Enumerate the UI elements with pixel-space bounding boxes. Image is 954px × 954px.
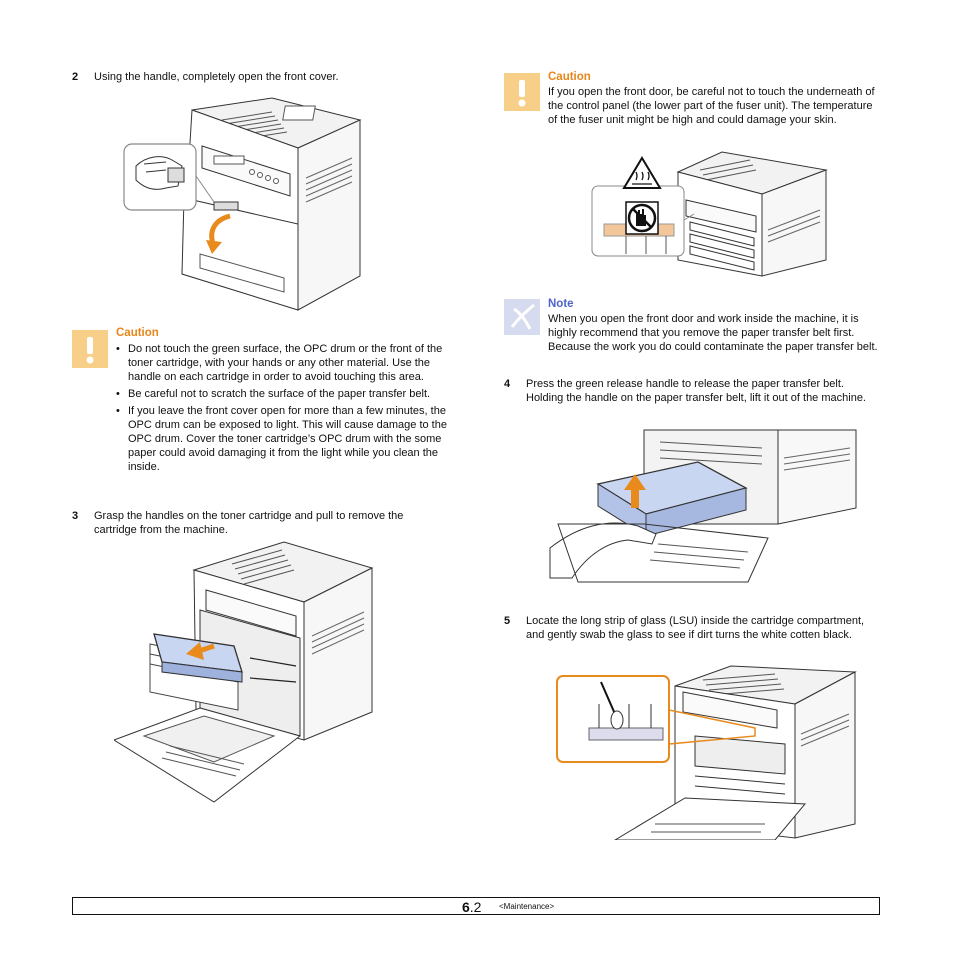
open-front-cover-illustration <box>122 96 367 312</box>
caution-block-1: Caution Do not touch the green surface, … <box>116 326 450 477</box>
remove-transfer-belt-illustration <box>548 428 858 584</box>
caution-icon <box>72 330 108 368</box>
fuser-warning-illustration <box>590 150 830 278</box>
step-number: 5 <box>504 615 511 627</box>
page-number: 6.2 <box>462 899 482 915</box>
caution-title: Caution <box>116 327 159 339</box>
caution-item: Do not touch the green surface, the OPC … <box>116 342 450 384</box>
caution-item: Be careful not to scratch the surface of… <box>116 387 450 401</box>
step-number: 2 <box>72 71 79 83</box>
caution-block-2: Caution If you open the front door, be c… <box>548 70 882 127</box>
section-label: <Maintenance> <box>499 902 555 911</box>
step-text: Using the handle, completely open the fr… <box>94 71 339 83</box>
caution-title: Caution <box>548 71 591 83</box>
note-text: When you open the front door and work in… <box>548 313 878 353</box>
caution-text: If you open the front door, be careful n… <box>548 86 875 126</box>
step-text: Grasp the handles on the toner cartridge… <box>94 510 404 536</box>
note-block: Note When you open the front door and wo… <box>548 297 882 354</box>
note-title: Note <box>548 298 574 310</box>
caution-item: If you leave the front cover open for mo… <box>116 404 450 474</box>
caution-list: Do not touch the green surface, the OPC … <box>116 342 450 474</box>
step-number: 3 <box>72 510 79 522</box>
note-icon <box>504 299 540 335</box>
page-footer: 6.2 <Maintenance> <box>72 897 880 915</box>
clean-lsu-illustration <box>555 664 857 840</box>
step-number: 4 <box>504 378 511 390</box>
caution-icon <box>504 73 540 111</box>
remove-cartridge-illustration <box>114 540 376 804</box>
step-text: Press the green release handle to releas… <box>526 378 866 404</box>
step-text: Locate the long strip of glass (LSU) ins… <box>526 615 865 641</box>
